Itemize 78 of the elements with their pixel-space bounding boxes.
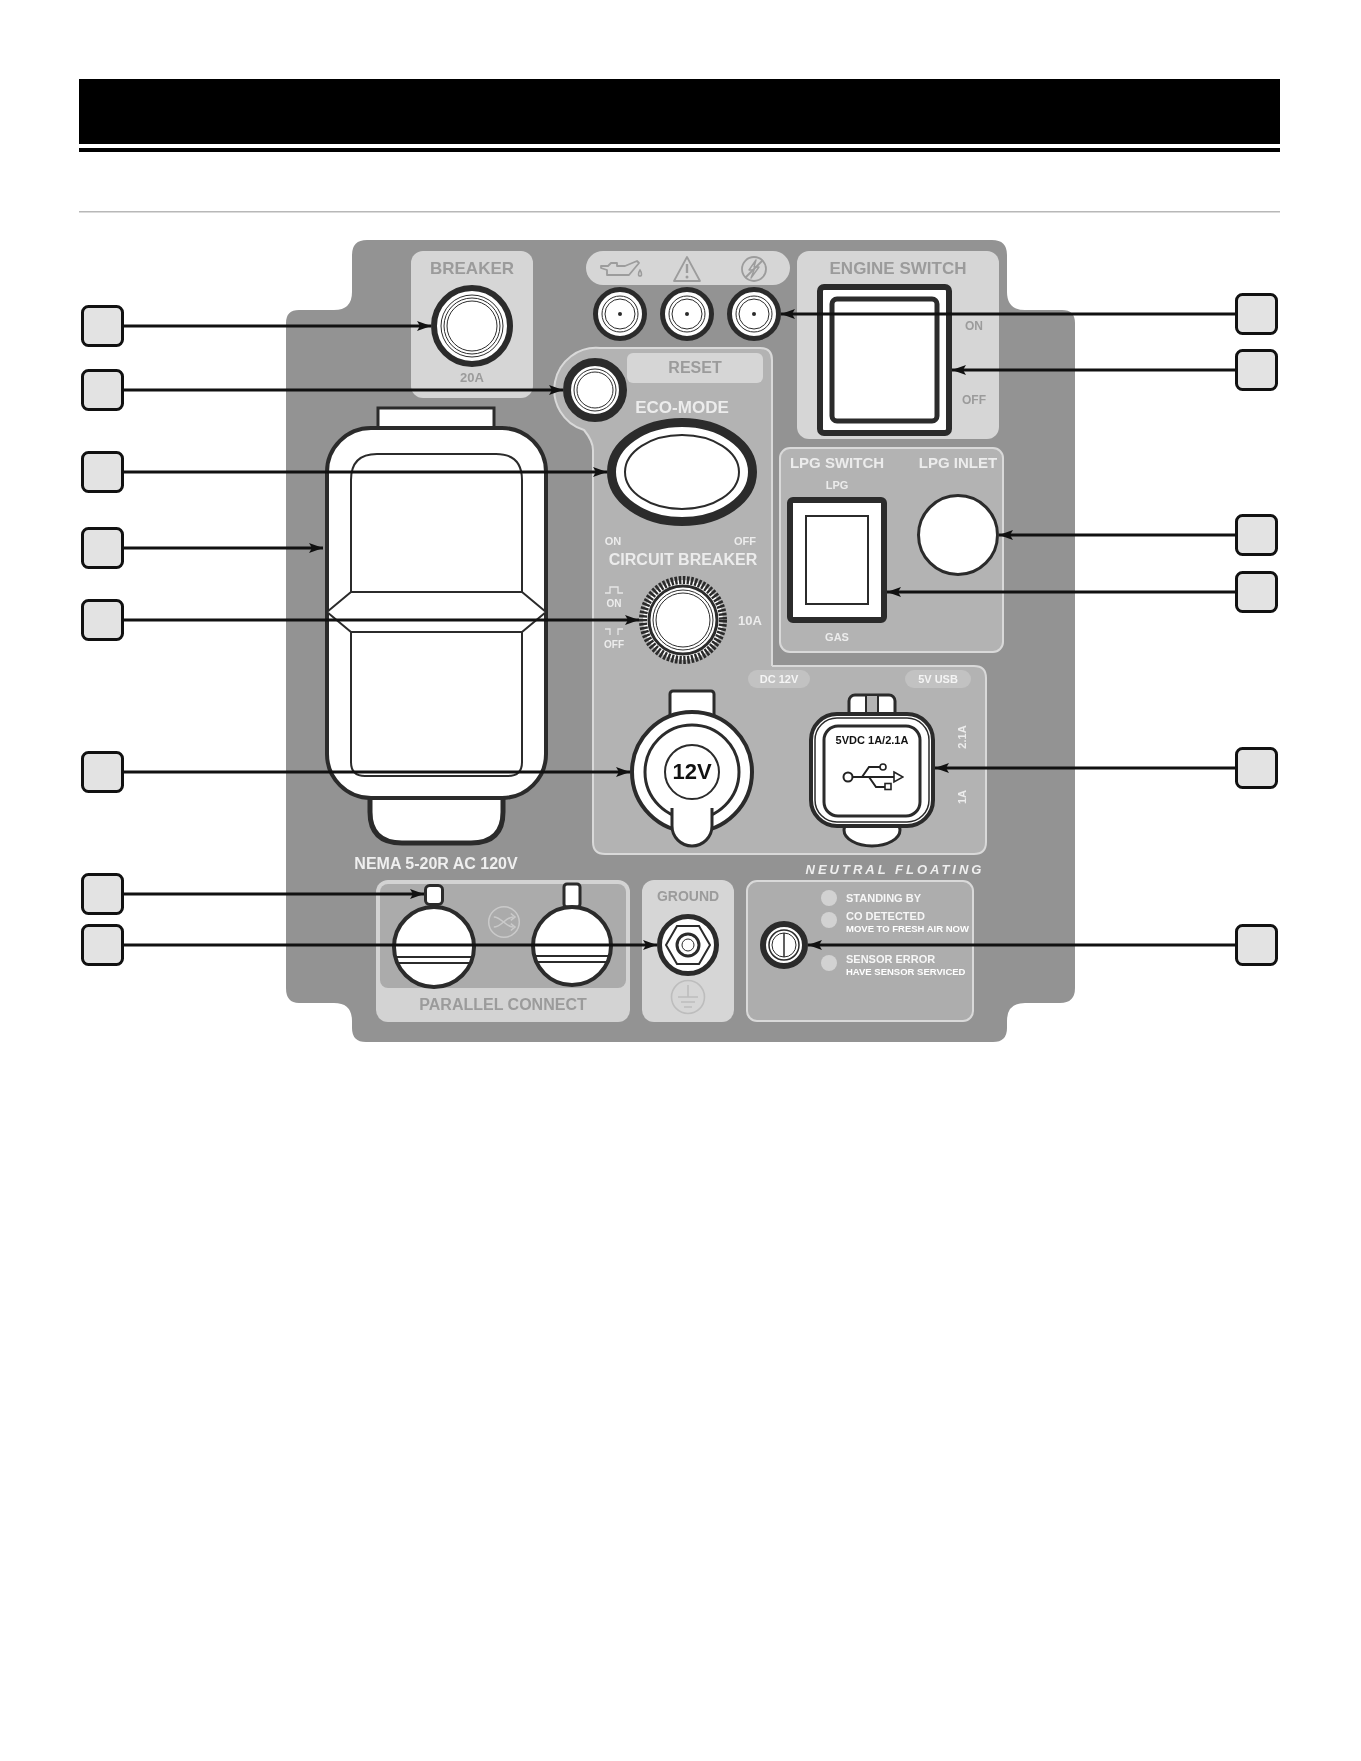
status-text: STANDING BY <box>846 892 921 904</box>
callout-box <box>1235 514 1278 556</box>
status-text: SENSOR ERROR <box>846 953 936 965</box>
rating-label: 1A <box>956 789 968 805</box>
switch-position-label: ON <box>604 535 622 547</box>
switch-position-label: ON <box>606 599 622 609</box>
usb-port <box>809 693 935 848</box>
section-heading: ENGINE SWITCH <box>829 259 967 277</box>
status-text: CO DETECTED <box>846 910 925 922</box>
section-heading: LPG SWITCH <box>789 454 885 470</box>
section-heading: GROUND <box>656 889 720 903</box>
rating-label: 20A <box>460 370 484 384</box>
co-sensor-panel <box>746 880 974 1022</box>
dc-socket <box>630 690 754 848</box>
status-hint-text: MOVE TO FRESH AIR NOW <box>846 924 969 934</box>
section-heading: RESET <box>668 360 722 376</box>
section-heading: BREAKER <box>429 259 515 277</box>
lpg-panel <box>779 447 1004 653</box>
reset-button <box>563 358 627 422</box>
callout-box <box>81 751 124 793</box>
switch-position-label: OFF <box>734 535 756 547</box>
callout-box <box>1235 924 1278 966</box>
callout-box <box>1235 747 1278 789</box>
callout-box <box>81 369 124 411</box>
leader-line <box>124 321 431 331</box>
callout-box <box>1235 293 1278 335</box>
terminal-pin <box>424 884 444 906</box>
leader-line <box>124 467 607 477</box>
rocker-switch <box>817 284 952 436</box>
dc-output-section <box>592 665 988 856</box>
eco-breaker-section <box>551 346 774 665</box>
callout-box <box>81 599 124 641</box>
switch-position-label: OFF <box>962 394 986 406</box>
leader-line <box>999 530 1235 540</box>
receptacle-label: NEMA 5-20R AC 120V <box>354 856 518 872</box>
leader-line <box>124 940 657 950</box>
panel-note: NEUTRAL FLOATING <box>805 862 985 876</box>
leader-line <box>935 763 1235 773</box>
callout-box <box>81 305 124 347</box>
switch-position-label: OFF <box>604 640 624 650</box>
section-heading: ECO-MODE <box>635 398 729 416</box>
parallel-connect-panel <box>376 880 630 1022</box>
lpg-switch <box>787 497 887 623</box>
callout-box <box>81 924 124 966</box>
leader-line <box>124 543 323 553</box>
sensor-test-button <box>760 921 808 969</box>
switch-position-label: LPG <box>825 479 849 491</box>
engine-switch-panel <box>797 251 999 439</box>
parallel-terminal <box>529 882 615 990</box>
parallel-terminal <box>392 905 476 989</box>
section-heading: LPG INLET <box>918 454 998 470</box>
rating-label: 10A <box>738 613 762 627</box>
callout-box <box>1235 349 1278 391</box>
rating-label: 2.1A <box>956 725 968 749</box>
leader-line <box>952 365 1235 375</box>
callout-box <box>81 873 124 915</box>
switch-position-label: GAS <box>825 631 849 643</box>
leader-line <box>887 587 1235 597</box>
lpg-inlet <box>917 494 999 576</box>
label-band <box>627 353 763 383</box>
circuit-breaker-knob <box>639 576 727 664</box>
rating-label: 5VDC 1A/2.1A <box>835 734 909 746</box>
breaker-panel <box>411 251 533 398</box>
voltage-label: 12V <box>672 761 712 783</box>
callout-box <box>81 527 124 569</box>
callout-box <box>81 451 124 493</box>
section-heading: CIRCUIT BREAKER <box>608 552 758 568</box>
ground-panel <box>642 880 734 1022</box>
leader-line <box>124 385 563 395</box>
section-heading: PARALLEL CONNECT <box>419 997 587 1013</box>
status-hint-text: HAVE SENSOR SERVICED <box>846 967 966 977</box>
leader-line <box>124 767 630 777</box>
leader-line <box>781 309 1235 319</box>
switch-position-label: ON <box>965 320 983 332</box>
leader-line <box>808 940 1235 950</box>
leader-line <box>124 615 639 625</box>
leader-line <box>124 889 424 899</box>
callout-box <box>1235 571 1278 613</box>
